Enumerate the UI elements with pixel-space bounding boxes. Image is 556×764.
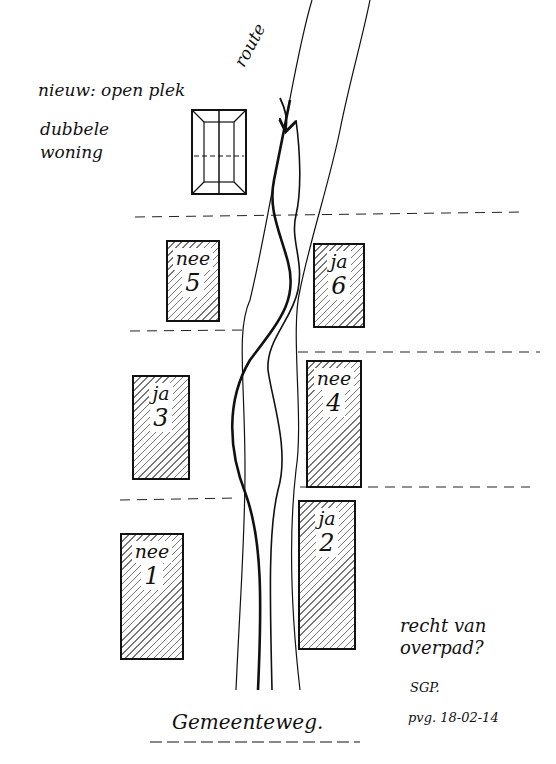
answer-text: nee [173,248,214,270]
note: nieuw: open plek [38,80,185,100]
house-number: 2 [316,530,337,558]
house-label: dubbele woning [40,118,150,164]
note: recht van overpad? [400,615,510,658]
plot-boundaries [120,212,540,500]
route-line [232,100,300,690]
road-underline [150,741,360,742]
answer-text: ja [149,383,172,405]
house-plot: ja6 [313,243,365,328]
house-plot: nee4 [306,360,362,488]
house-number: 4 [323,390,344,418]
answer-text: nee [314,368,355,390]
house-number: 1 [141,563,162,591]
house-plot: ja3 [132,375,190,480]
double-house-symbol [190,108,250,198]
route-label: route [230,20,270,70]
house-number: 3 [150,405,171,433]
answer-text: ja [315,508,338,530]
road [236,0,370,690]
answer-text: ja [327,251,350,273]
route-arrow [280,98,287,130]
signature: SGP. [410,680,440,696]
double-house: dubbele woning [40,106,250,198]
house-number: 5 [182,270,203,298]
road-name: Gemeenteweg. [172,710,323,734]
house-plot: nee5 [166,240,220,322]
answer-text: nee [132,541,173,563]
house-plot: ja2 [298,500,356,650]
house-number: 6 [328,273,349,301]
date-stamp: pvg. 18-02-14 [408,710,499,726]
house-plot: nee1 [120,533,184,660]
